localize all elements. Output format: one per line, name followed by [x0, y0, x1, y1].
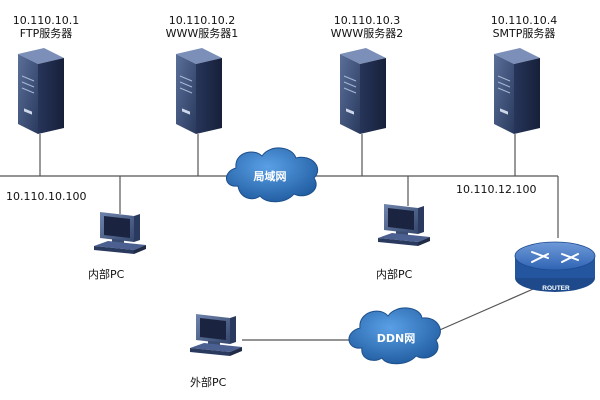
router-ip: 10.110.12.100 — [456, 183, 537, 196]
server-ftp-name: FTP服务器 — [19, 27, 73, 40]
server-www2-ip: 10.110.10.3 — [333, 14, 401, 27]
server-ftp-label: 10.110.10.1 FTP服务器 — [10, 14, 82, 40]
server-smtp-ip: 10.110.10.4 — [490, 14, 558, 27]
server-www1-ip: 10.110.10.2 — [168, 14, 236, 27]
server-ftp-ip: 10.110.10.1 — [12, 14, 80, 27]
server-www2 — [339, 47, 387, 135]
pc-internal-right-label: 内部PC — [376, 268, 413, 281]
server-smtp — [493, 47, 541, 135]
server-www1 — [175, 47, 223, 135]
pc-external-label: 外部PC — [190, 376, 227, 389]
router-icon: ROUTER — [514, 241, 596, 292]
lan-cloud: 局域网 — [226, 147, 319, 203]
lan-left-ip: 10.110.10.100 — [6, 190, 87, 203]
server-www2-name: WWW服务器2 — [330, 27, 404, 40]
pc-internal-left — [94, 212, 146, 254]
ddn-label: DDN网 — [377, 332, 415, 345]
server-www2-label: 10.110.10.3 WWW服务器2 — [326, 14, 408, 40]
pc-internal-right — [378, 204, 430, 246]
server-smtp-label: 10.110.10.4 SMTP服务器 — [484, 14, 564, 40]
server-ftp — [17, 47, 65, 135]
pc-external — [190, 314, 242, 356]
server-www1-name: WWW服务器1 — [165, 27, 239, 40]
pc-internal-left-label: 内部PC — [88, 268, 125, 281]
lan-label: 局域网 — [253, 169, 287, 183]
ddn-cloud: DDN网 — [348, 307, 441, 365]
server-www1-label: 10.110.10.2 WWW服务器1 — [162, 14, 242, 40]
server-smtp-name: SMTP服务器 — [492, 27, 556, 40]
router-label: ROUTER — [542, 285, 570, 292]
